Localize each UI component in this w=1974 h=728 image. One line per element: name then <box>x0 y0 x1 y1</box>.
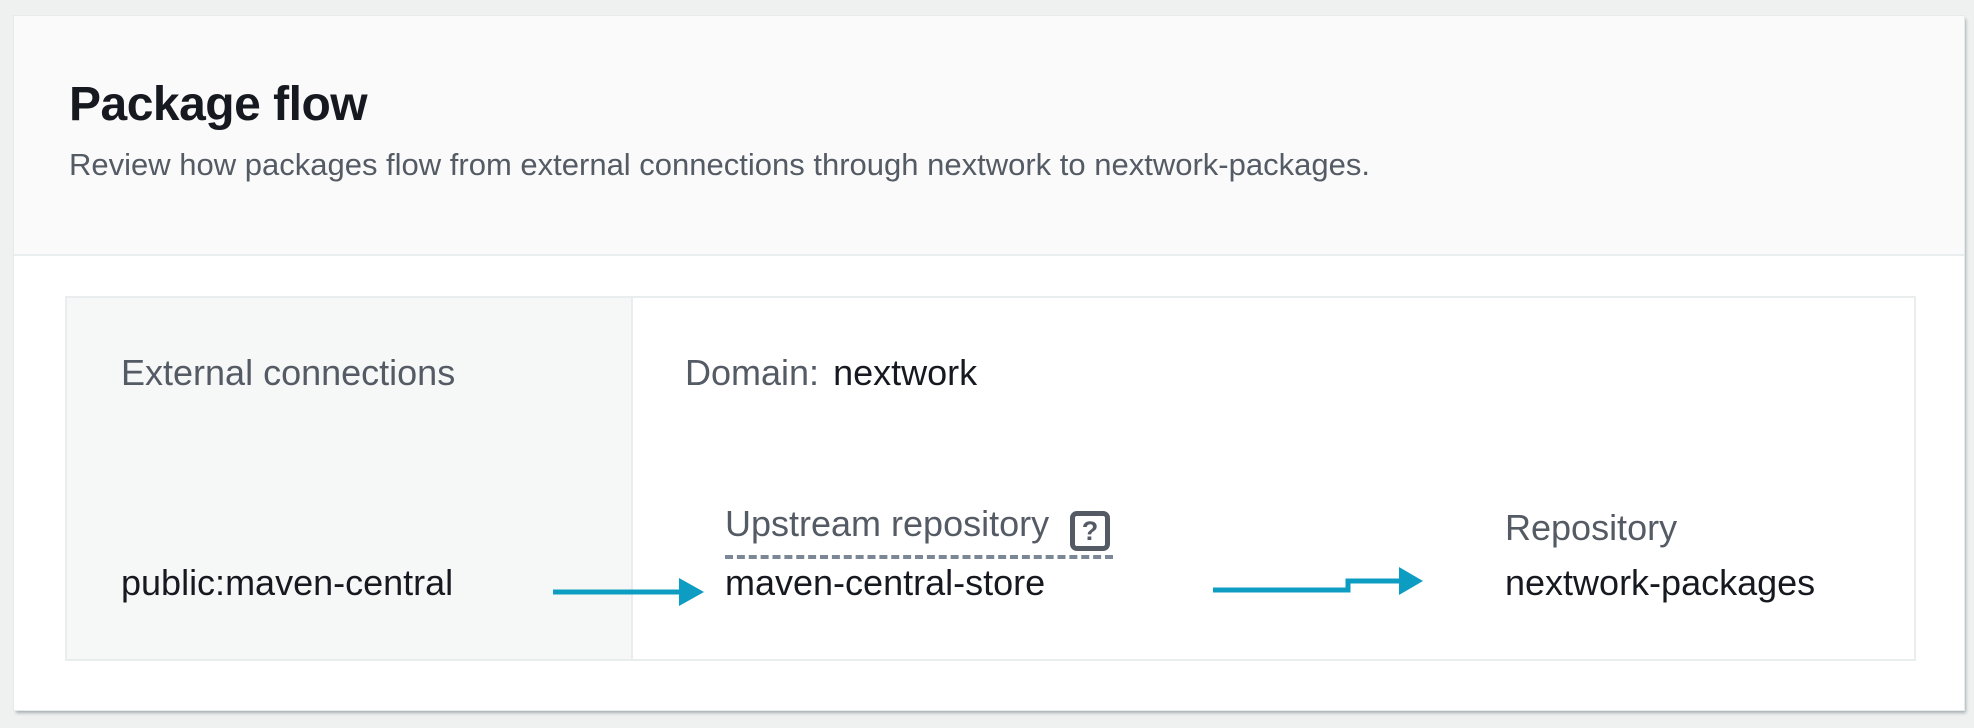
domain-label: Domain: <box>685 352 820 393</box>
question-mark-icon[interactable]: ? <box>1070 511 1110 551</box>
arrow-upstream-to-repository <box>1213 567 1423 595</box>
tooltip-dashed-underline <box>725 555 1113 559</box>
panel-header: Package flow Review how packages flow fr… <box>14 16 1964 256</box>
upstream-repository-name: maven-central-store <box>725 562 1046 603</box>
domain-row: Domain: nextwork <box>685 351 977 394</box>
external-connections-cell <box>67 298 633 659</box>
page-title: Package flow <box>69 78 368 131</box>
external-connections-label: External connections <box>121 352 456 393</box>
repository-name: nextwork-packages <box>1505 562 1816 603</box>
package-flow-diagram: External connections public:maven-centra… <box>65 296 1916 661</box>
panel-description: Review how packages flow from external c… <box>69 147 1370 182</box>
question-mark-glyph: ? <box>1081 515 1099 546</box>
domain-name: nextwork <box>833 352 978 393</box>
upstream-repository-label[interactable]: Upstream repository <box>725 503 1050 544</box>
repository-label: Repository <box>1505 507 1678 548</box>
external-connection-name: public:maven-central <box>121 562 454 603</box>
package-flow-panel: Package flow Review how packages flow fr… <box>13 15 1965 711</box>
